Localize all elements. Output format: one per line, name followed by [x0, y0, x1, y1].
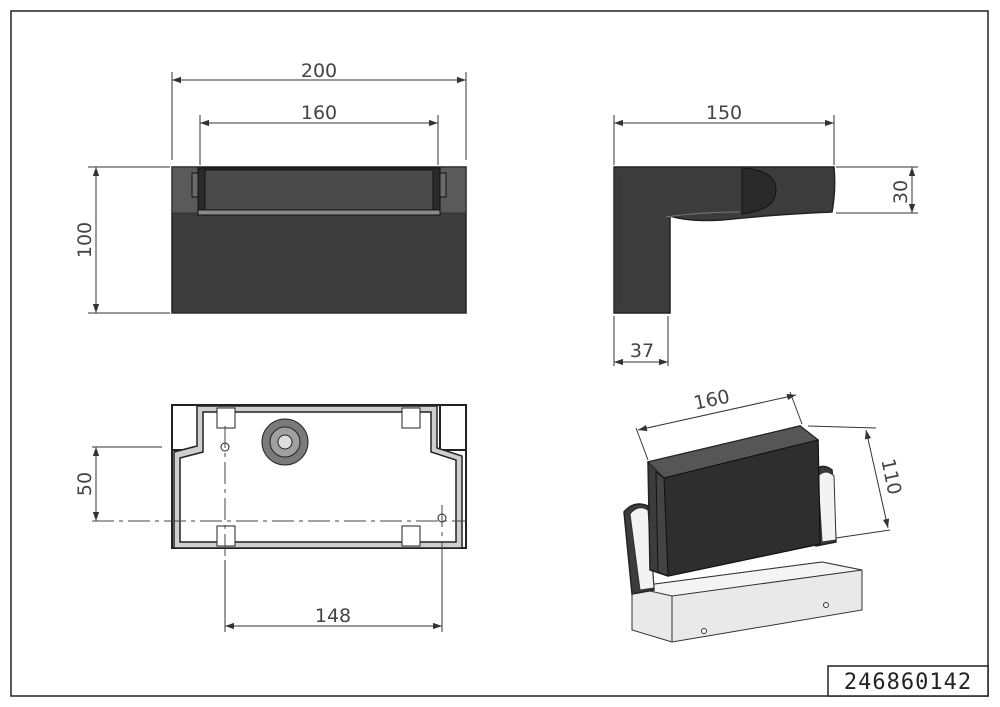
- article-number: 246860142: [844, 670, 972, 695]
- dim-mount-depth: 37: [630, 340, 654, 362]
- dim-width-overall: 200: [301, 60, 337, 82]
- dim-width-inner: 160: [301, 102, 337, 124]
- dim-hole-vertical: 50: [74, 472, 96, 496]
- isometric-view: 160 110: [623, 386, 905, 643]
- article-number-box: 246860142: [827, 665, 989, 697]
- front-view: 200 160 100: [74, 60, 467, 314]
- dim-depth: 150: [706, 102, 742, 124]
- drawing-frame: [10, 10, 989, 697]
- back-view: 50 148: [74, 404, 467, 632]
- dim-head-height: 30: [890, 180, 912, 204]
- dim-height: 100: [74, 222, 96, 258]
- dim-hole-horizontal: 148: [315, 605, 351, 627]
- iso-dim-length: 110: [876, 457, 905, 497]
- side-view: 150 30 37: [613, 102, 918, 366]
